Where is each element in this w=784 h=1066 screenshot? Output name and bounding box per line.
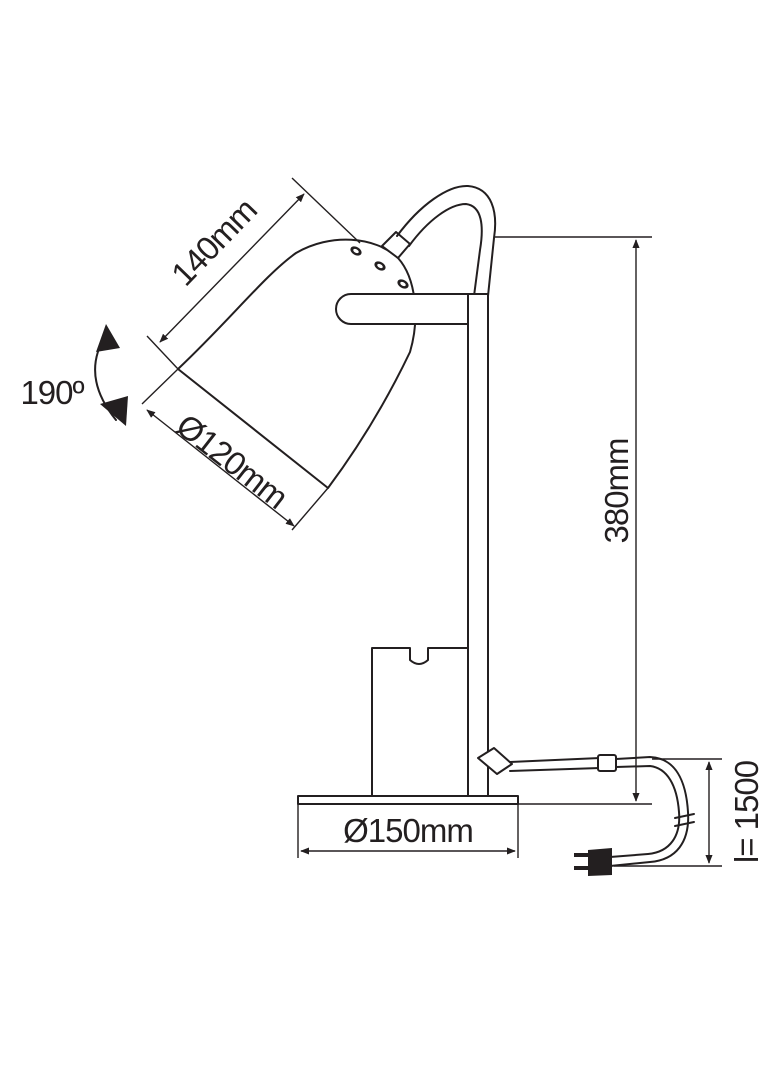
- cable-length-label: l= 1500: [728, 760, 765, 863]
- dimension-rotation: 190º: [20, 324, 128, 426]
- shade-length-label: 140mm: [164, 191, 264, 292]
- lamp-base: [297, 795, 519, 805]
- base-diameter-label: Ø150mm: [343, 812, 473, 849]
- inline-switch: [597, 754, 617, 772]
- rotation-arrow-down-icon: [100, 396, 128, 426]
- dimension-base-diameter: Ø150mm: [297, 804, 519, 858]
- plug-icon: [588, 848, 612, 876]
- power-cable: [477, 747, 695, 876]
- lamp-stem: [335, 293, 489, 800]
- rotation-arrow-up-icon: [96, 324, 120, 352]
- rotation-label: 190º: [20, 374, 84, 411]
- gooseneck-arm: [396, 184, 497, 297]
- pen-holder: [371, 647, 469, 797]
- height-label: 380mm: [598, 438, 635, 543]
- dimension-cable-length: l= 1500: [614, 758, 765, 867]
- dimension-height: 380mm: [494, 236, 652, 805]
